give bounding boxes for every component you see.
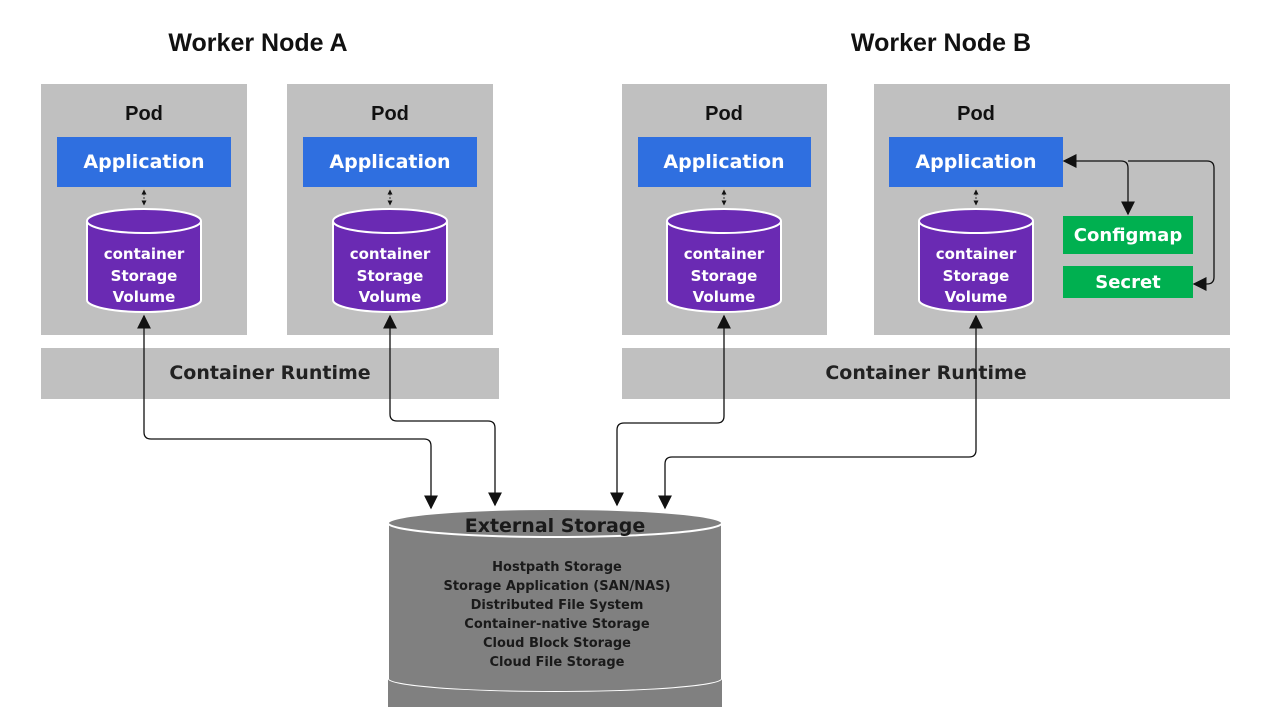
external-storage: External Storage Hostpath Storage Storag… <box>387 508 723 707</box>
container-runtime-label: Container Runtime <box>825 362 1026 384</box>
configmap-label: Configmap <box>1074 225 1183 246</box>
application-box <box>889 137 1063 187</box>
storage-item: Distributed File System <box>471 598 644 613</box>
container-storage-volume: container Storage Volume <box>666 208 782 313</box>
secret-box <box>1063 266 1193 298</box>
volume-label-line2: Storage <box>691 267 758 285</box>
worker-node-b-title: Worker Node B <box>851 29 1031 57</box>
volume-a2-to-storage-connector <box>383 314 502 507</box>
external-storage-title: External Storage <box>465 515 646 537</box>
volume-label-line1: container <box>350 245 431 263</box>
container-storage-volume: container Storage Volume <box>86 208 202 313</box>
volume-b2-to-storage-connector <box>658 314 983 510</box>
volume-a1-to-storage-connector <box>137 314 438 510</box>
container-storage-volume: container Storage Volume <box>918 208 1034 313</box>
container-runtime-a: Container Runtime <box>41 348 499 399</box>
pod-b1: Pod Application container Storage Volume <box>622 84 827 335</box>
application-label: Application <box>83 151 204 173</box>
storage-item: Cloud File Storage <box>490 655 625 670</box>
storage-item: Container-native Storage <box>464 617 650 632</box>
volume-label-line3: Volume <box>945 288 1008 306</box>
configmap-box <box>1063 216 1193 254</box>
volume-b1-to-storage-connector <box>610 314 731 507</box>
application-box <box>57 137 231 187</box>
volume-label-line2: Storage <box>357 267 424 285</box>
application-label: Application <box>329 151 450 173</box>
volume-label-line3: Volume <box>693 288 756 306</box>
pod-a2: Pod Application container Storage Volume <box>287 84 493 335</box>
volume-label-line1: container <box>684 245 765 263</box>
application-label: Application <box>663 151 784 173</box>
volume-label-line2: Storage <box>943 267 1010 285</box>
pod-b2: Pod Application container Storage Volume… <box>874 84 1230 335</box>
secret-connector <box>1128 160 1215 291</box>
pod-title: Pod <box>125 103 163 125</box>
container-runtime-b: Container Runtime <box>622 348 1230 399</box>
volume-label-line1: container <box>936 245 1017 263</box>
worker-node-a-title: Worker Node A <box>168 29 347 57</box>
volume-label-line2: Storage <box>111 267 178 285</box>
application-label: Application <box>915 151 1036 173</box>
configmap-connector <box>1062 154 1135 216</box>
pod-title: Pod <box>957 103 995 125</box>
storage-item: Storage Application (SAN/NAS) <box>443 579 670 594</box>
storage-item: Cloud Block Storage <box>483 636 631 651</box>
volume-label-line1: container <box>104 245 185 263</box>
storage-item: Hostpath Storage <box>492 560 622 575</box>
secret-label: Secret <box>1095 272 1161 293</box>
container-storage-volume: container Storage Volume <box>332 208 448 313</box>
application-box <box>638 137 811 187</box>
pod-title: Pod <box>705 103 743 125</box>
pod-a1: Pod Application container Storage Volume <box>41 84 247 335</box>
volume-label-line3: Volume <box>113 288 176 306</box>
pod-title: Pod <box>371 103 409 125</box>
volume-label-line3: Volume <box>359 288 422 306</box>
container-runtime-label: Container Runtime <box>169 362 370 384</box>
application-box <box>303 137 477 187</box>
